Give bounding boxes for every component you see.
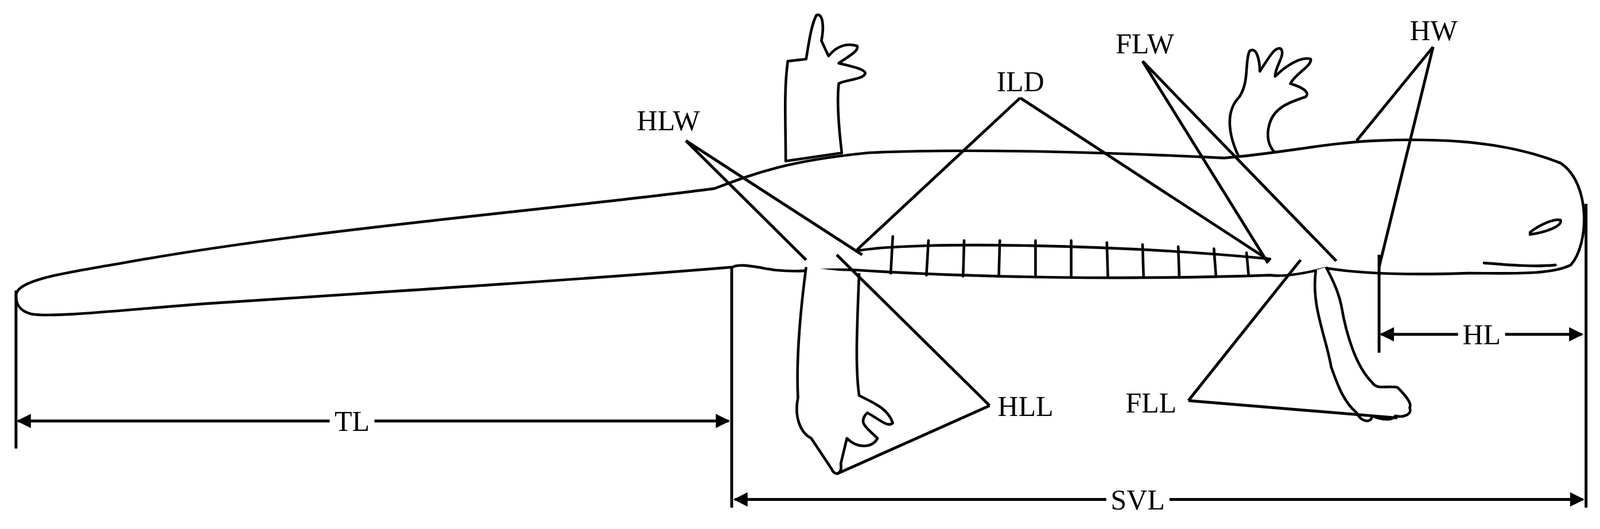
body-outline xyxy=(16,140,1584,316)
measurement-label: HL xyxy=(1457,319,1506,351)
measurement-label: ILD xyxy=(991,65,1049,97)
measurement-label: SVL xyxy=(1105,484,1170,516)
measurement-label: FLW xyxy=(1111,28,1179,60)
eye xyxy=(1529,219,1561,235)
leader-lines xyxy=(685,47,1433,475)
measurement-label: HLW xyxy=(632,105,705,137)
extension-lines xyxy=(16,203,1587,508)
near-fore-leg xyxy=(1314,266,1411,421)
measurement-label: FLL xyxy=(1120,387,1182,419)
costal-grooves xyxy=(890,236,1249,278)
mouth-line xyxy=(1484,262,1556,266)
far-fore-leg xyxy=(1229,48,1311,158)
ild-region xyxy=(856,245,1270,259)
measurement-label: TL xyxy=(329,405,375,437)
measurement-label: HW xyxy=(1405,14,1463,46)
measurement-label: HLL xyxy=(992,390,1058,422)
near-hind-leg xyxy=(796,266,893,474)
far-hind-leg xyxy=(785,14,865,162)
